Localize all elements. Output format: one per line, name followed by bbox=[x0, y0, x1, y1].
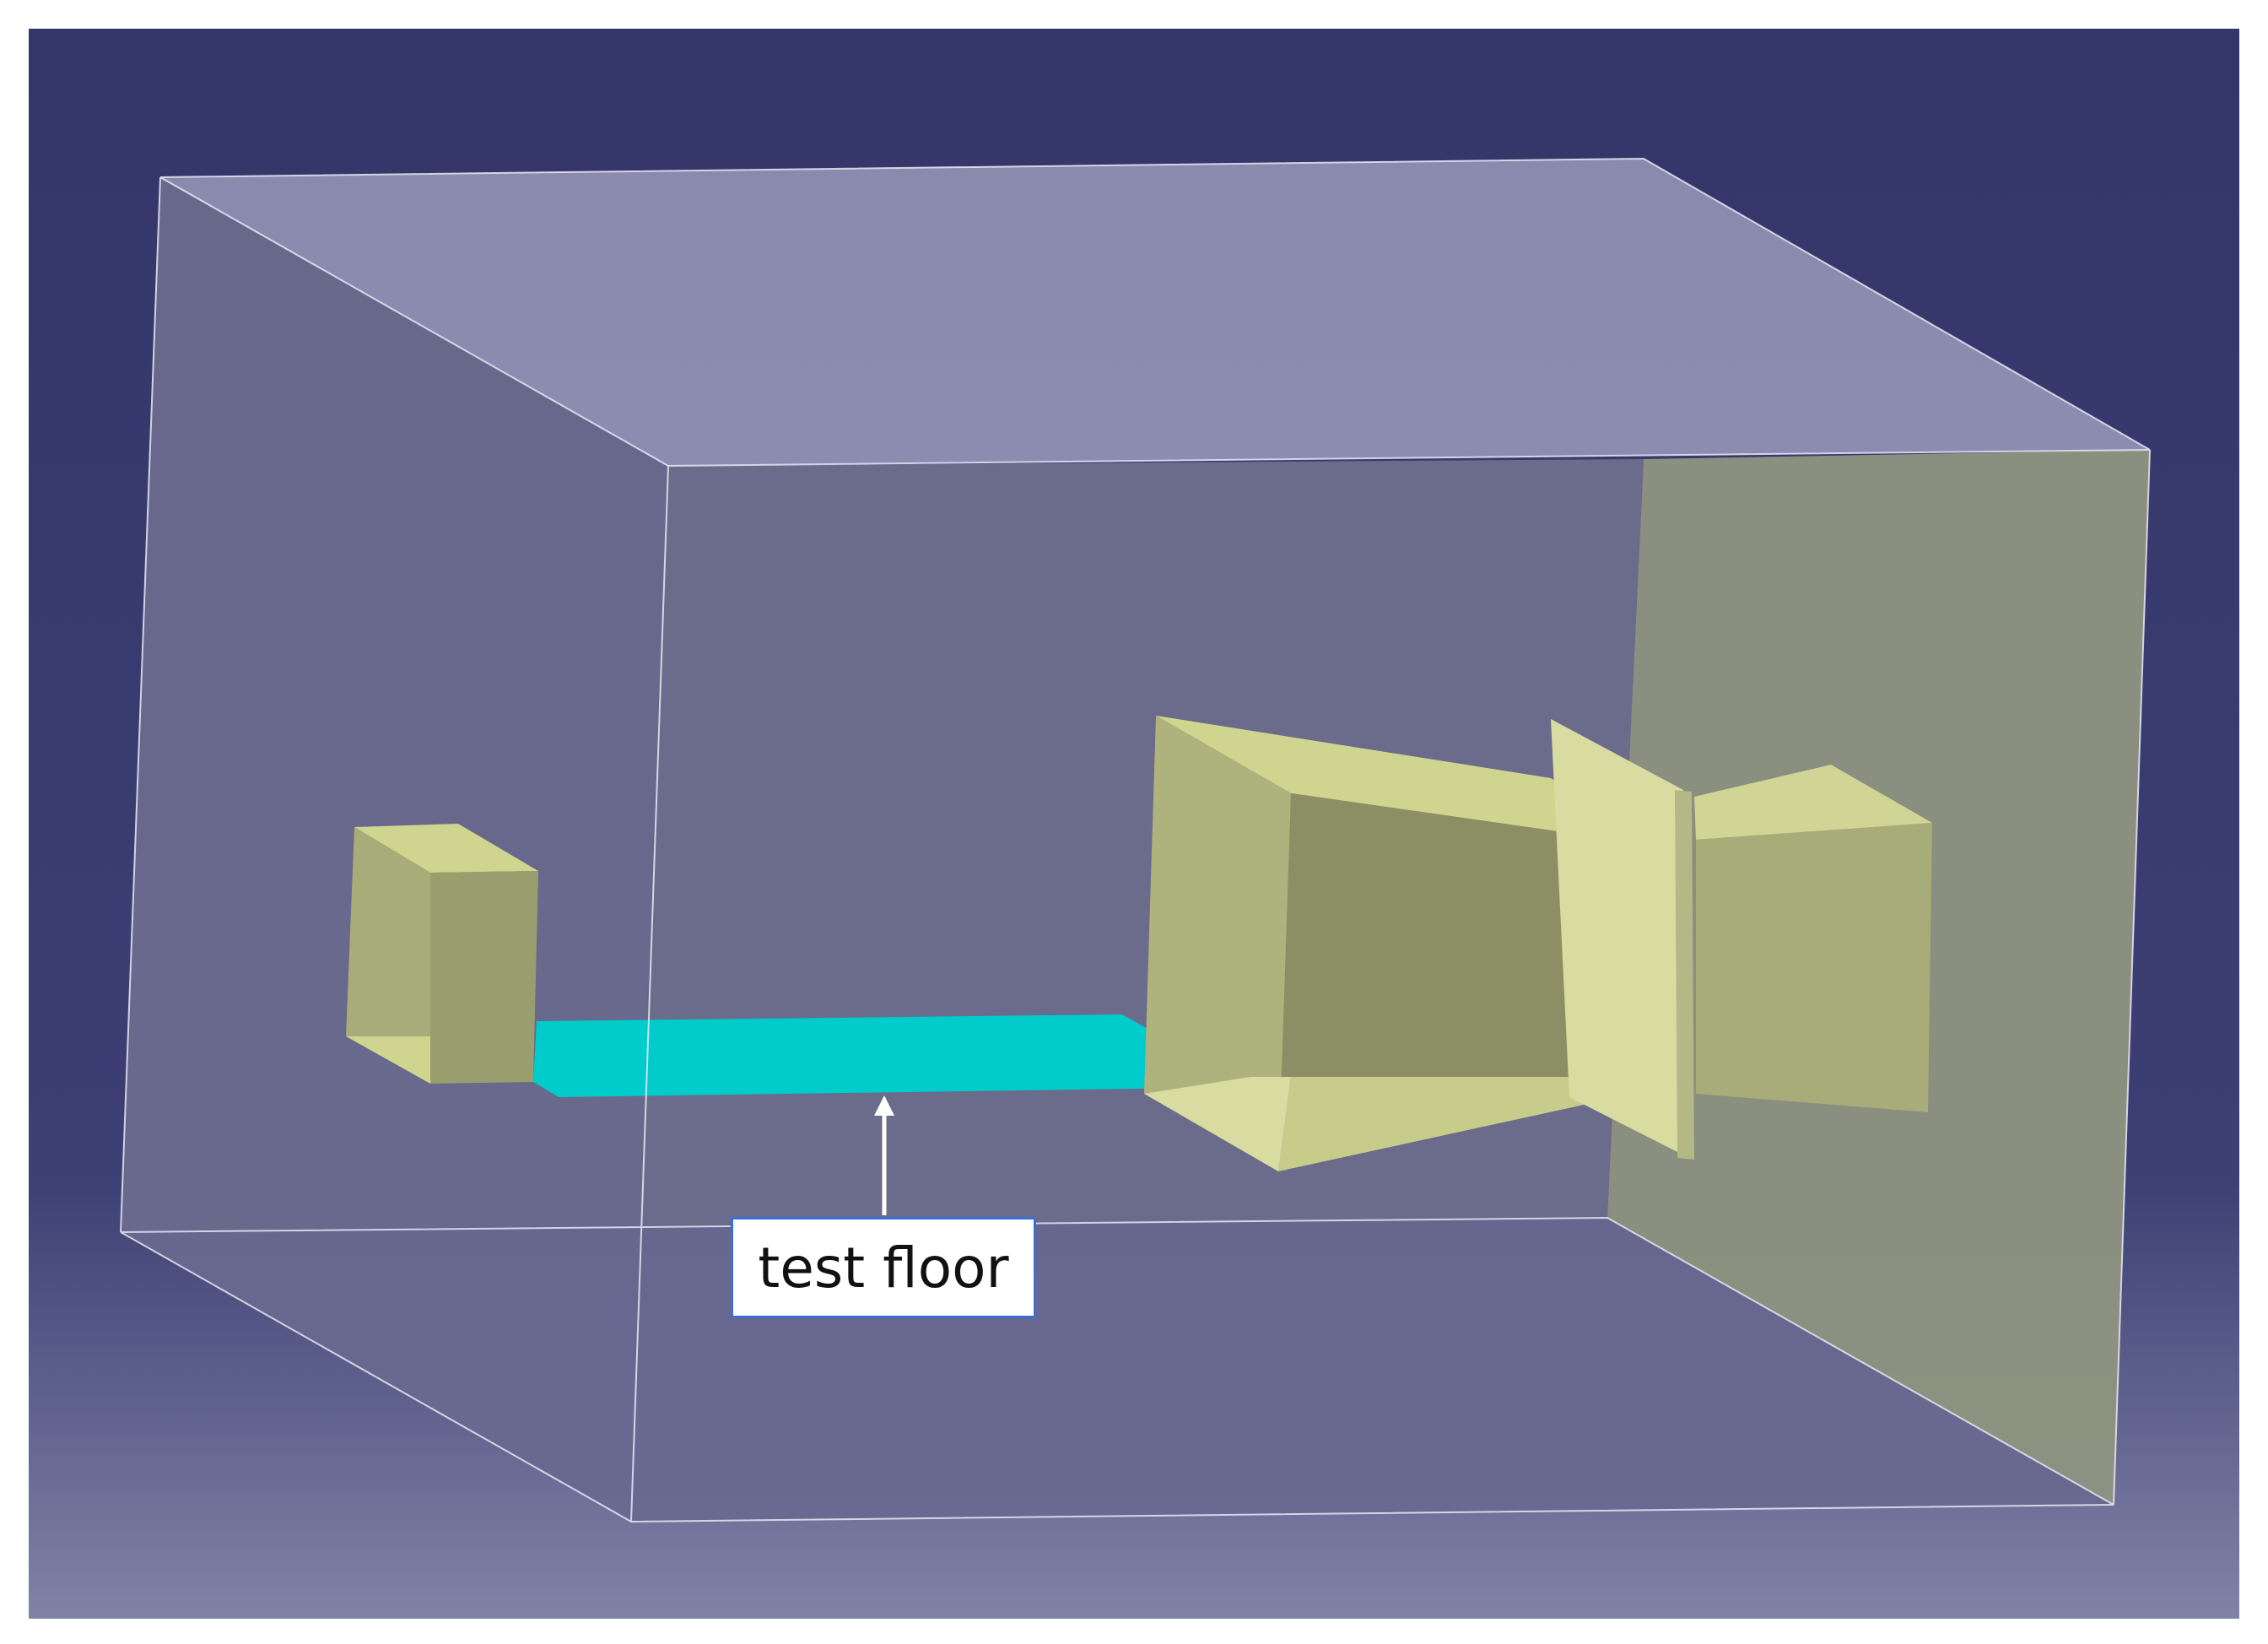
domain-ceiling bbox=[160, 159, 2150, 466]
flange-plate bbox=[1551, 719, 1694, 1160]
test-floor-plate bbox=[533, 1014, 1251, 1097]
domain-floor bbox=[121, 1218, 2114, 1522]
callout-arrow bbox=[874, 1095, 894, 1215]
domain-box-edges bbox=[120, 157, 2151, 1523]
inlet-block bbox=[346, 824, 538, 1084]
test-floor-label: test floor bbox=[731, 1217, 1036, 1318]
diffuser-body bbox=[1694, 765, 1932, 1112]
